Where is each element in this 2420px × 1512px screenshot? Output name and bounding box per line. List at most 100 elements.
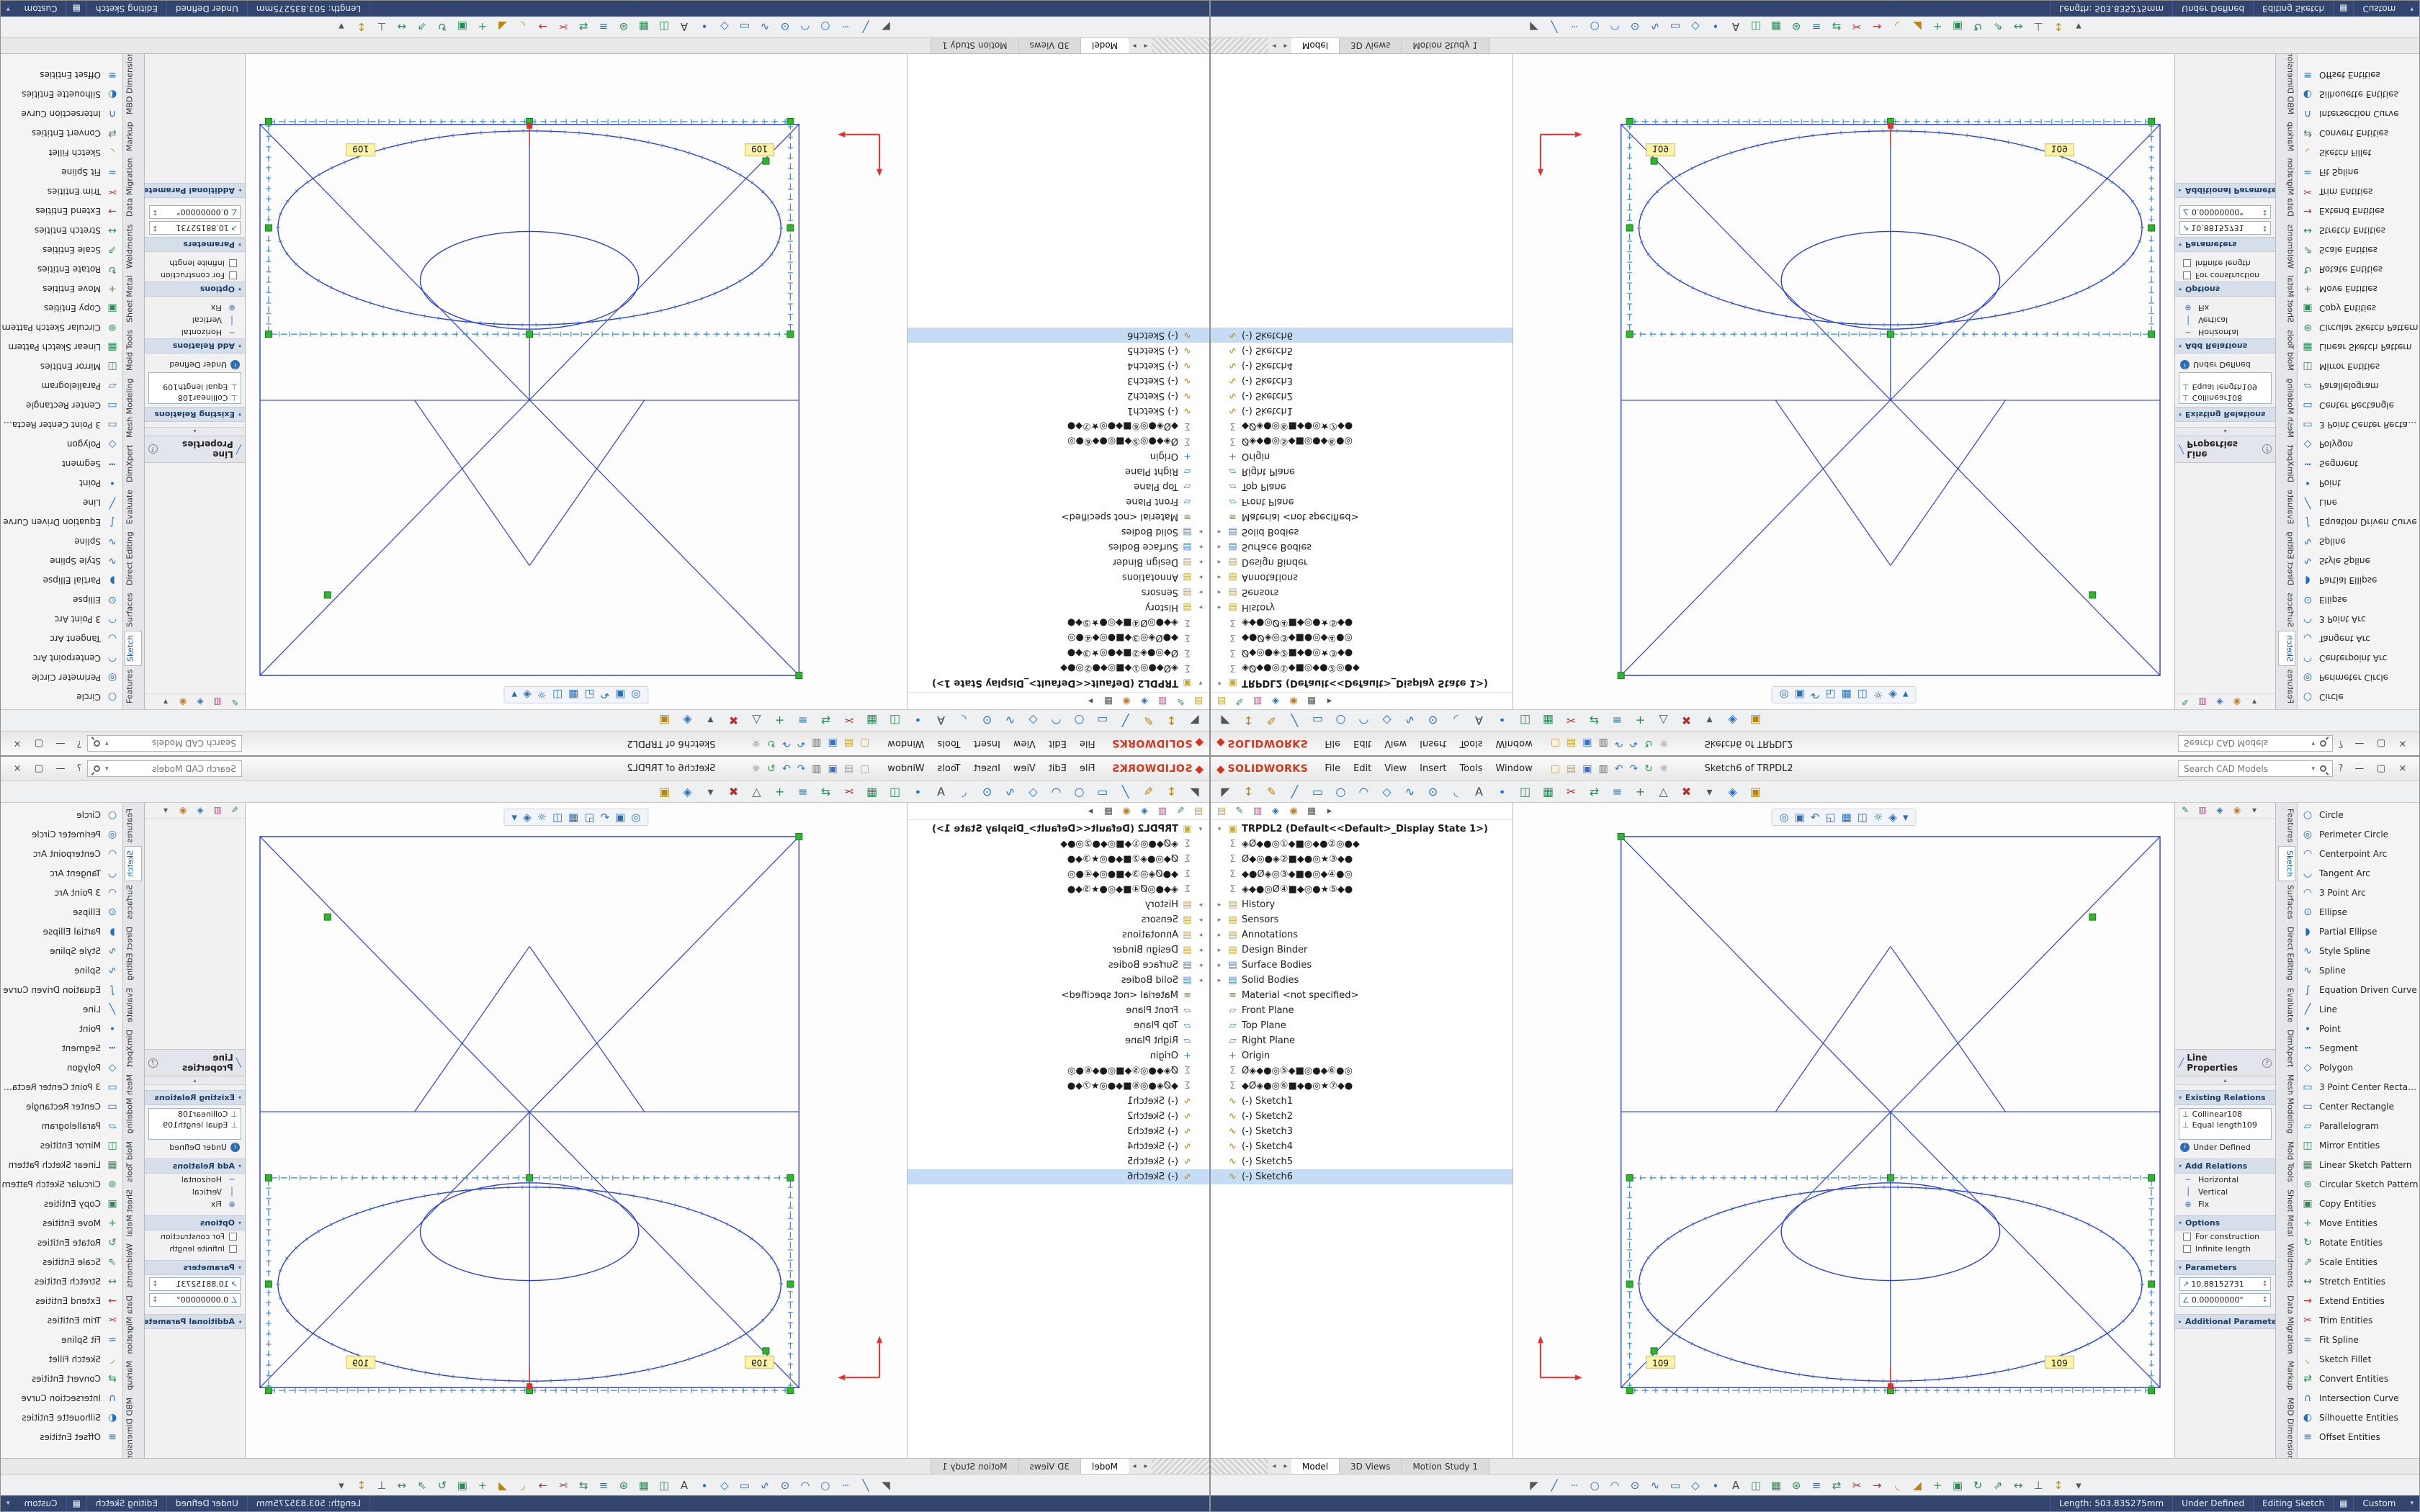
view-settings-icon[interactable]: ▾ [1902,688,1909,701]
save-icon[interactable]: ▣ [1582,737,1592,750]
tool-line[interactable]: ╱Line [2298,493,2419,513]
side-tab-direct-editing[interactable]: Direct Editing [125,531,135,585]
tool-perimeter-circle[interactable]: ◎Perimeter Circle [2298,824,2419,844]
tree-row[interactable]: ∿(-) Sketch1 [1211,403,1512,418]
expander-icon[interactable]: ▸ [1217,558,1222,566]
offset-icon[interactable]: ≡ [1811,20,1821,34]
tool-line[interactable]: ╱Line [1,493,122,513]
tree-row[interactable]: ∿(-) Sketch3 [908,373,1209,388]
line-icon[interactable]: ╱ [1551,1478,1558,1492]
pane-arrow-icon[interactable]: ▸ [1327,806,1332,816]
centerpoint-arc-icon[interactable]: ◠ [1051,785,1062,798]
relations-icon[interactable]: ⊥ [2033,20,2043,34]
line-icon[interactable]: ╱ [862,20,869,34]
side-tab-features[interactable]: Features [2285,669,2295,703]
tree-row[interactable]: ∿(-) Sketch1 [1211,1094,1512,1109]
tree-row[interactable]: ▸▤Solid Bodies [908,524,1209,539]
tree-row[interactable]: ▱Top Plane [908,1018,1209,1033]
offset-icon[interactable]: ≡ [599,1478,609,1492]
pm-help-icon[interactable]: ? [148,1058,158,1068]
new-document-icon[interactable]: ▢ [1550,762,1560,775]
hide-show-items-icon[interactable]: ☼ [1873,688,1883,701]
tool-3-point-center-recta[interactable]: ▭3 Point Center Recta… [2298,415,2419,435]
tool-segment[interactable]: ┅Segment [2298,1038,2419,1058]
edit-appearance-icon[interactable]: ◈ [1888,688,1897,701]
instant2d-icon[interactable]: ▣ [658,714,671,727]
tool-move-entities[interactable]: +Move Entities [1,279,122,299]
tree-row[interactable]: ▱Top Plane [1211,1018,1512,1033]
spinner-icon[interactable]: ↕ [2262,224,2268,232]
tree-row[interactable]: ▸▤History [1211,600,1512,615]
rebuild-icon[interactable]: ↻ [1644,762,1653,775]
ellipse-icon[interactable]: ⊙ [1428,785,1438,798]
pm-properties-tab-icon[interactable]: ✎ [230,697,239,707]
tree-row[interactable]: Σ◈Ø◆●◎①◆■◎◆●②◎●◆ [1211,837,1512,852]
repair-sketch-icon[interactable]: ✖ [728,785,739,798]
sketch-fillet-icon[interactable]: ◟ [1453,714,1458,727]
dimension-icon[interactable]: ↕ [2053,20,2063,34]
tool-copy-entities[interactable]: ▣Copy Entities [2298,1194,2419,1213]
tool-parallelogram[interactable]: ▱Parallelogram [2298,377,2419,396]
side-tab-markup[interactable]: Markup [2285,121,2295,151]
tree-row[interactable]: ∿(-) Sketch3 [908,1124,1209,1139]
propertymanager-tab-icon[interactable]: ✎ [1235,806,1244,816]
side-tab-direct-editing[interactable]: Direct Editing [2285,927,2295,981]
tree-row[interactable]: ∿(-) Sketch6 [1211,1169,1512,1184]
tool-3-point-arc[interactable]: ◠3 Point Arc [2298,883,2419,902]
rebuild-icon[interactable]: ↻ [767,762,776,775]
centerline-icon[interactable]: ┄ [1571,1478,1578,1492]
tree-row[interactable]: +Origin [1211,449,1512,464]
pane-arrow-icon[interactable]: ▸ [1088,806,1093,816]
tool-silhouette-entities[interactable]: ◐Silhouette Entities [1,85,122,104]
offset-entities-icon[interactable]: ≡ [1612,785,1623,798]
grid-icon[interactable]: ▦ [66,1495,87,1511]
rapid-sketch-icon[interactable]: ◈ [683,714,692,727]
zoom-area-icon[interactable]: ▣ [1794,688,1805,701]
offset-entities-icon[interactable]: ≡ [797,785,808,798]
tool-equation-driven-curve[interactable]: ∫Equation Driven Curve [1,513,122,532]
menu-view[interactable]: View [1384,763,1407,774]
tree-row[interactable]: ∿(-) Sketch4 [1211,358,1512,373]
expander-icon[interactable]: ▾ [1217,825,1222,833]
centerline-icon[interactable]: ┄ [1571,20,1578,34]
expander-icon[interactable]: ▸ [1217,603,1222,611]
tree-row[interactable]: ∿(-) Sketch2 [1211,388,1512,403]
tree-row[interactable]: ▱Top Plane [908,479,1209,494]
tool-circular-sketch-pattern[interactable]: ⊛Circular Sketch Pattern [1,1174,122,1194]
tree-row[interactable]: ▸▤Surface Bodies [1211,958,1512,973]
zoom-fit-icon[interactable]: ◎ [631,688,641,701]
rectangle-icon[interactable]: ▭ [739,20,750,34]
display-style-icon[interactable]: ◫ [552,688,563,701]
spinner-icon[interactable]: ↕ [152,1280,158,1288]
centerpoint-arc-icon[interactable]: ◠ [1358,785,1369,798]
edit-appearance-icon[interactable]: ◈ [1888,811,1897,824]
stretch-icon[interactable]: ↔ [2013,1478,2023,1492]
menu-window[interactable]: Window [1495,763,1533,774]
minimize-button[interactable]: — [2354,738,2365,749]
rectangle-icon[interactable]: ▭ [739,1478,750,1492]
menu-edit[interactable]: Edit [1048,738,1067,749]
tool-extend-entities[interactable]: →Extend Entities [2298,202,2419,221]
circle-icon[interactable]: ○ [1590,20,1600,34]
checkbox-for-construction[interactable]: For construction [145,269,245,282]
tree-row[interactable]: ∿(-) Sketch2 [908,388,1209,403]
tool-sketch-fillet[interactable]: ◟Sketch Fillet [2298,143,2419,163]
add-relation-fix[interactable]: ⊕Fix [2175,1198,2275,1210]
copy-icon[interactable]: ▣ [457,1478,468,1492]
spinner-icon[interactable]: ↕ [152,208,158,216]
tool-equation-driven-curve[interactable]: ∫Equation Driven Curve [2298,513,2419,532]
tree-row[interactable]: ▸▤Design Binder [908,942,1209,958]
tool-style-spline[interactable]: ∿Style Spline [1,552,122,571]
doc-tab-3d-views[interactable]: 3D Views [1340,1459,1402,1474]
spline-icon[interactable]: ∿ [1404,785,1415,798]
menu-tools[interactable]: Tools [1459,763,1483,774]
tree-row[interactable]: ▸▤Design Binder [1211,942,1512,958]
menu-view[interactable]: View [1013,763,1036,774]
convert-entities-icon[interactable]: ⇄ [1589,785,1600,798]
rapid-sketch-icon[interactable]: ◈ [683,785,692,798]
line-icon[interactable]: ╱ [1291,785,1299,798]
tool-partial-ellipse[interactable]: ◗Partial Ellipse [1,571,122,590]
tool-linear-sketch-pattern[interactable]: ▦Linear Sketch Pattern [1,1155,122,1174]
circle-icon[interactable]: ○ [1074,785,1085,798]
